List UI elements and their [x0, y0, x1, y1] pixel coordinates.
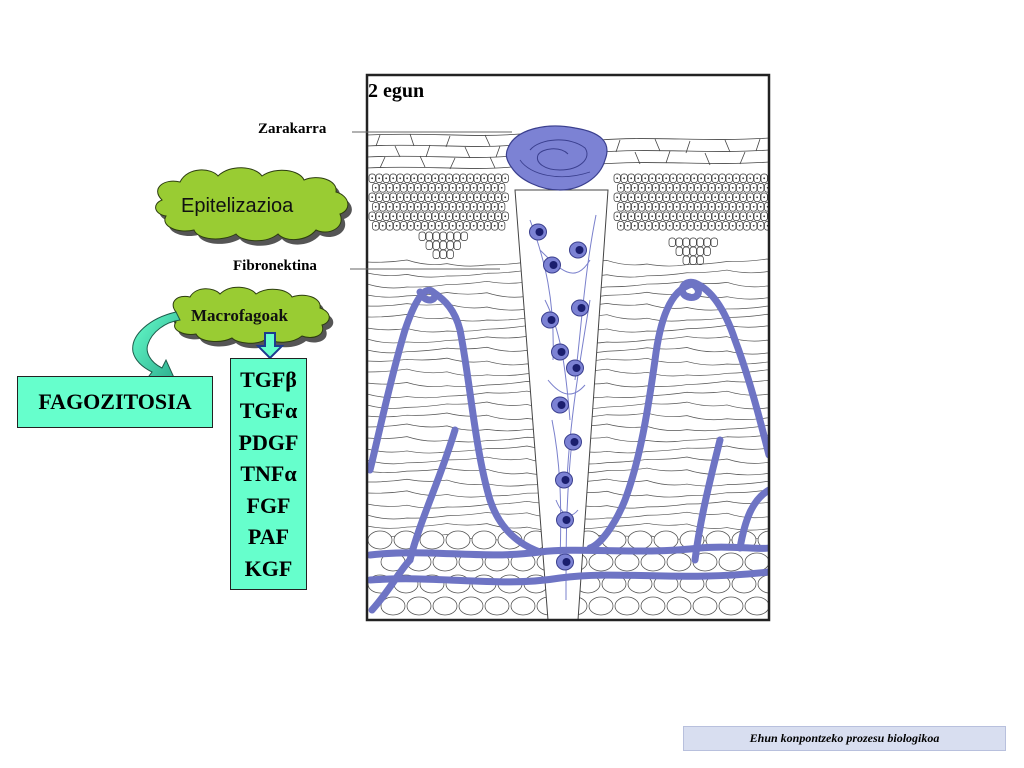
factor-item: PAF — [247, 524, 290, 550]
inflammatory-cells — [529, 223, 589, 571]
factor-item: FGF — [246, 492, 291, 518]
skin-cross-section — [365, 73, 771, 622]
scab-label: Zarakarra — [258, 121, 327, 137]
factor-item: TGFα — [239, 398, 298, 424]
scab — [505, 125, 608, 191]
factors-arrow — [255, 332, 285, 360]
footer-caption: Ehun konpontzeko prozesu biologikoa — [683, 726, 1006, 751]
epithelization-cloud — [155, 167, 352, 246]
factor-item: TNFα — [240, 461, 297, 487]
phagocytosis-arrow — [132, 311, 181, 383]
epidermis-cells — [368, 173, 769, 265]
factor-item: KGF — [244, 555, 293, 581]
fibronectin-label: Fibronektina — [233, 258, 317, 274]
factor-item: TGFβ — [240, 366, 297, 392]
blood-vessels — [367, 278, 769, 614]
growth-factors-box: TGFβ TGFα PDGF TNFα FGF PAF KGF — [230, 358, 307, 590]
macrophages-cloud — [169, 286, 334, 349]
footer-text: Ehun konpontzeko prozesu biologikoa — [749, 731, 940, 745]
phagocytosis-box: FAGOZITOSIA — [17, 376, 213, 428]
day-label: 2 egun — [368, 80, 425, 102]
factor-item: PDGF — [238, 429, 299, 455]
phagocytosis-label: FAGOZITOSIA — [38, 389, 192, 414]
stratum-corneum — [367, 133, 769, 170]
